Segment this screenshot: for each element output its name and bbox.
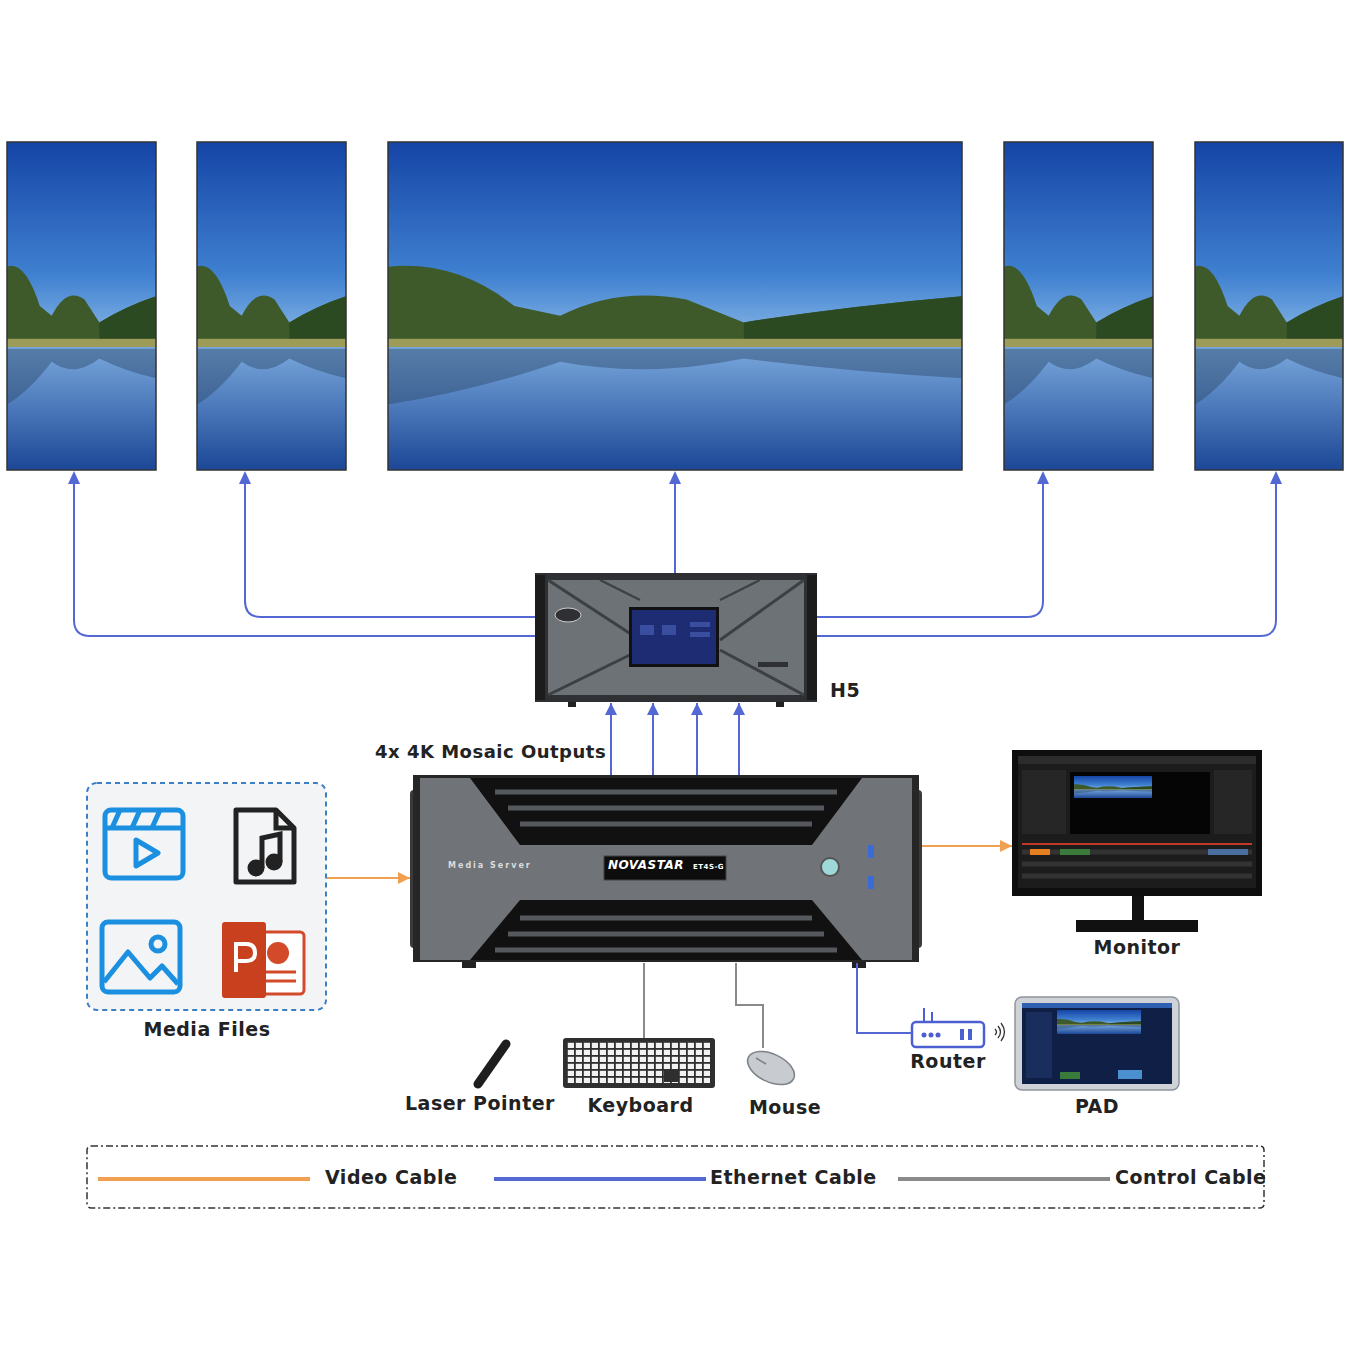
legend-swatch: [494, 1177, 706, 1181]
media-server-node: Media Server NOVASTARET4S-G: [410, 775, 922, 963]
node-text: Router: [902, 1051, 994, 1073]
led-screen: [1195, 142, 1343, 470]
router-node: Router: [912, 1005, 984, 1075]
h5-node: H5: [535, 573, 865, 703]
cable-connector: [738, 703, 740, 775]
node-text: Media Files: [87, 1019, 327, 1041]
mouse-node: Mouse: [740, 1048, 830, 1120]
media-files-group: [87, 783, 326, 1010]
node-text: Monitor: [1012, 937, 1262, 959]
laser-pointer-node: Laser Pointer: [405, 1035, 550, 1115]
media-server: [410, 775, 922, 968]
cable-connector: [857, 963, 912, 1033]
node-text: Laser Pointer: [405, 1093, 550, 1115]
legend-text: Control Cable: [1115, 1167, 1275, 1189]
cable-connector: [643, 963, 645, 1038]
led-screen: [388, 142, 962, 470]
legend-text: Video Cable: [325, 1167, 485, 1189]
mouse: [742, 1045, 799, 1092]
node-text: Keyboard: [563, 1095, 718, 1117]
legend-swatch: [898, 1177, 1110, 1181]
cable-connector: [327, 877, 410, 879]
led-screen: [7, 142, 156, 470]
node-text: H5: [830, 680, 870, 702]
tablet: [1015, 997, 1179, 1090]
image-file-icon: [102, 922, 180, 992]
laser-pointer: [478, 1044, 506, 1084]
slides-file-icon: [222, 922, 304, 998]
cable-connector: [652, 703, 654, 775]
cable-connector: [922, 845, 1012, 847]
node-text: Mouse: [740, 1097, 830, 1119]
monitor-node: Monitor: [1012, 750, 1262, 962]
monitor: [1012, 750, 1262, 932]
legend-frame: [87, 1146, 1264, 1208]
screen-wire-arrow: [68, 471, 1282, 484]
media-files-node: Media Files: [87, 783, 327, 1048]
output-label: 4x 4K Mosaic Outputs: [375, 742, 595, 763]
tablet-node: PAD: [1015, 997, 1179, 1122]
node-text: NOVASTAR: [608, 859, 690, 873]
cable-connector: [610, 703, 612, 775]
keyboard: [563, 1038, 715, 1088]
led-screen: [197, 142, 346, 470]
led-screen: [1004, 142, 1153, 470]
cable-connector: [696, 703, 698, 775]
audio-file-icon: [236, 810, 294, 882]
legend-text: Ethernet Cable: [710, 1167, 870, 1189]
h5-processor: [535, 573, 817, 707]
node-text: ET4S-G: [693, 863, 733, 871]
router: [912, 1008, 1005, 1047]
video-file-icon: [105, 810, 183, 878]
node-text: PAD: [1015, 1096, 1179, 1118]
legend-swatch: [98, 1177, 310, 1181]
node-text: Media Server: [448, 861, 548, 870]
keyboard-node: Keyboard: [563, 1038, 718, 1120]
cable-connector: [736, 963, 763, 1048]
